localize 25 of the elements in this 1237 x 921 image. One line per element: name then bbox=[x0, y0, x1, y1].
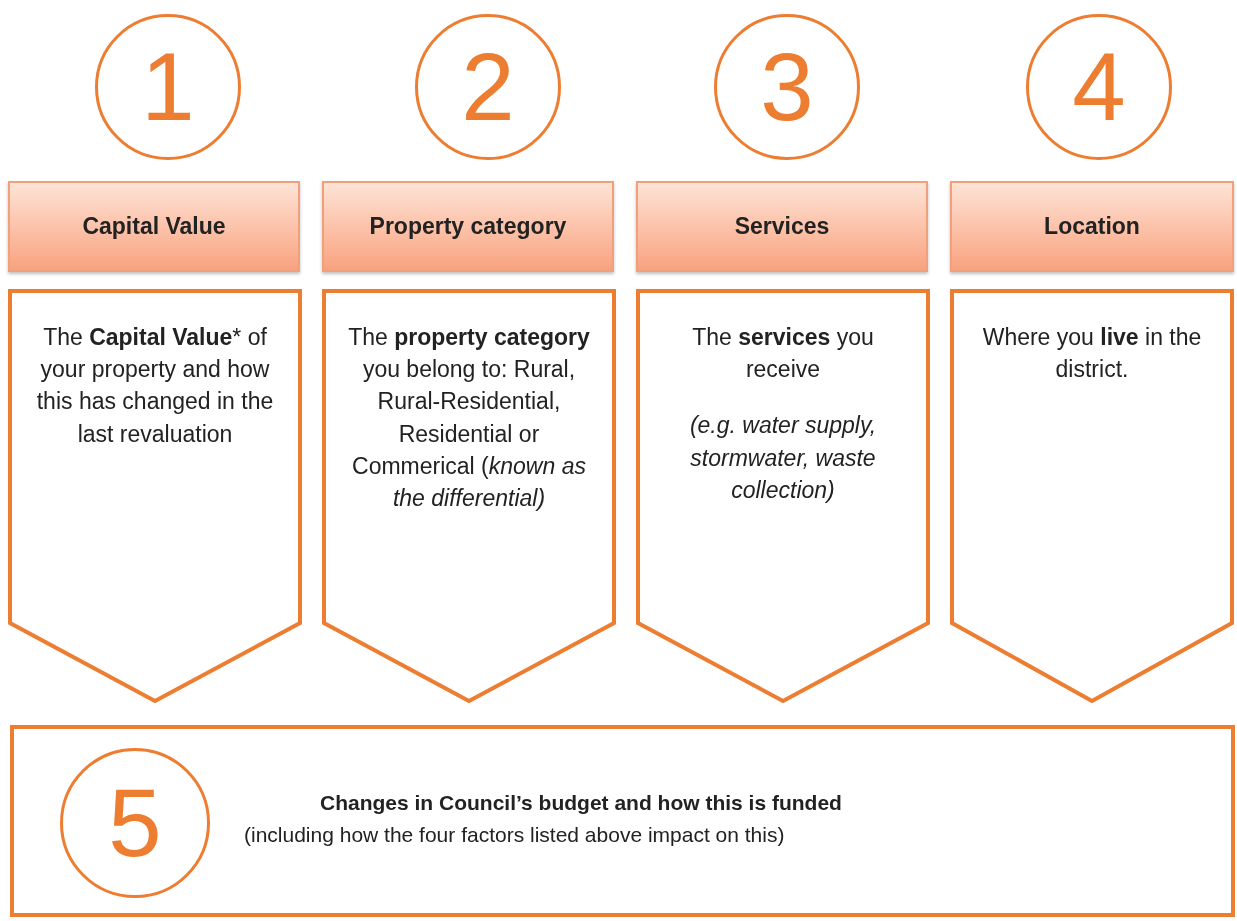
step-number: 2 bbox=[461, 39, 515, 135]
description-text: The property category you belong to: Rural, Rural-Residential, Residential or Commerical (known as the differential) bbox=[347, 323, 591, 513]
summary-box bbox=[10, 725, 1235, 917]
chevron-box bbox=[8, 289, 302, 703]
description-text: Where you live in the district. bbox=[981, 323, 1203, 385]
header-box bbox=[322, 181, 614, 272]
chevron-box bbox=[636, 289, 930, 703]
header-text: Property category bbox=[369, 212, 567, 242]
header-text: Location bbox=[1044, 212, 1140, 242]
chevron-box bbox=[950, 289, 1234, 703]
header-box bbox=[950, 181, 1234, 272]
description-text: (e.g. water supply, stormwater, waste collection) bbox=[688, 411, 878, 505]
header-text: Services bbox=[734, 212, 830, 242]
header-text: Capital Value bbox=[82, 212, 226, 242]
step-number: 5 bbox=[108, 775, 162, 871]
summary-text: (including how the four factors listed above impact on this) bbox=[244, 821, 785, 848]
chevron-box bbox=[322, 289, 616, 703]
step-number: 1 bbox=[141, 39, 195, 135]
summary-heading: Changes in Council’s budget and how this is funded bbox=[319, 790, 842, 816]
step-number: 4 bbox=[1072, 39, 1126, 135]
description-text: The Capital Value* of your property and how this has changed in the last revaluation bbox=[35, 323, 275, 449]
header-box bbox=[8, 181, 300, 272]
step-number: 3 bbox=[760, 39, 814, 135]
header-box bbox=[636, 181, 928, 272]
description-text: The services you receive bbox=[691, 323, 875, 385]
